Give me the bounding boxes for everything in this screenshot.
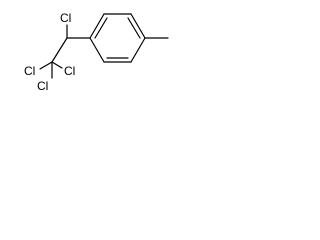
atom-label-cl-bottom: Cl [37, 79, 48, 93]
ring-bond-3 [130, 13, 146, 39]
atom-label-cl-left: Cl [24, 64, 35, 78]
bond-c2-cl-mid [51, 61, 63, 69]
bond-group [39, 13, 169, 79]
ring-double-bond-1 [94, 17, 108, 39]
ring-double-bond-2 [127, 17, 141, 39]
atom-label-group: Cl Cl Cl Cl [24, 11, 75, 93]
bond-c1-c2 [51, 37, 68, 63]
bond-c2-cl-left [39, 61, 53, 70]
ring-bond-1 [89, 13, 105, 39]
ring-bond-4 [130, 37, 146, 63]
atom-label-cl-mid: Cl [64, 64, 75, 78]
structure-diagram: Cl Cl Cl Cl [24, 11, 169, 93]
ring-bond-6 [89, 37, 105, 63]
atom-label-cl-top: Cl [60, 11, 71, 25]
